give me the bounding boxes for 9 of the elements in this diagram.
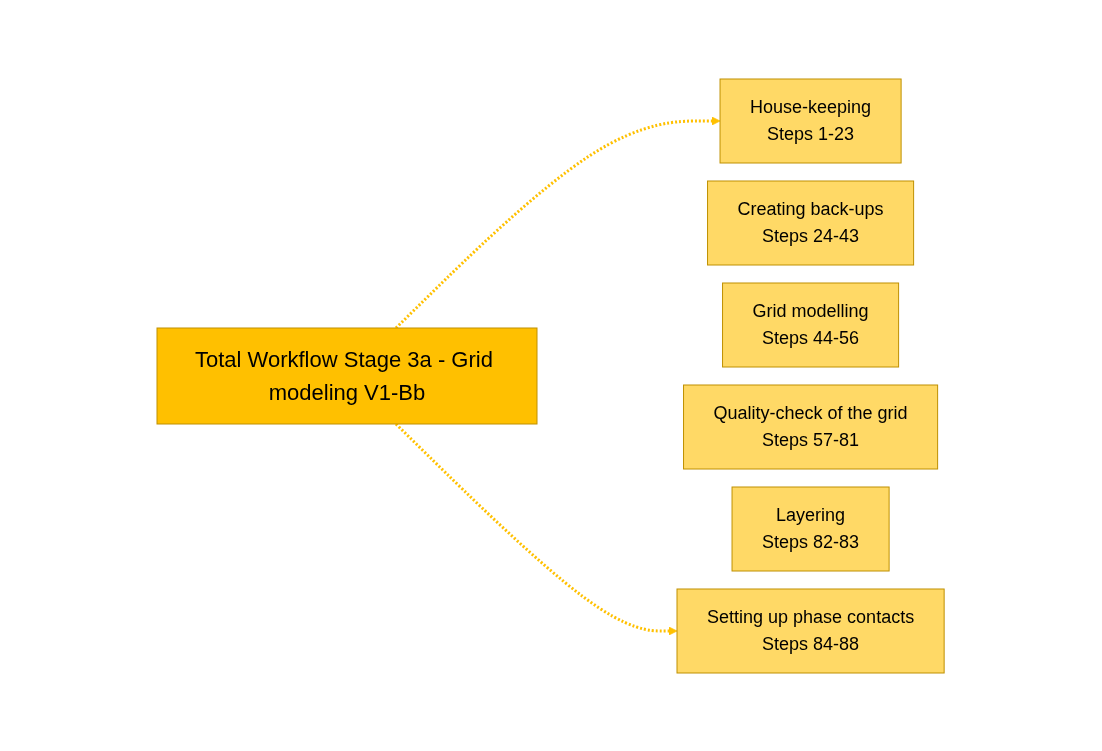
- arrow: [395, 422, 678, 635]
- node-box: Grid modelling Steps 44-56: [722, 282, 900, 367]
- node-box: Total Workflow Stage 3a - Grid modeling V1-Bb: [156, 327, 538, 424]
- arrow: [395, 116, 721, 329]
- node-box: Setting up phase contacts Steps 84-88: [676, 588, 946, 673]
- node-box: House-keeping Steps 1-23: [719, 78, 903, 163]
- node-box: Quality-check of the grid Steps 57-81: [683, 384, 939, 469]
- node-box: Creating back-ups Steps 24-43: [707, 180, 915, 265]
- node-box: Layering Steps 82-83: [731, 486, 891, 571]
